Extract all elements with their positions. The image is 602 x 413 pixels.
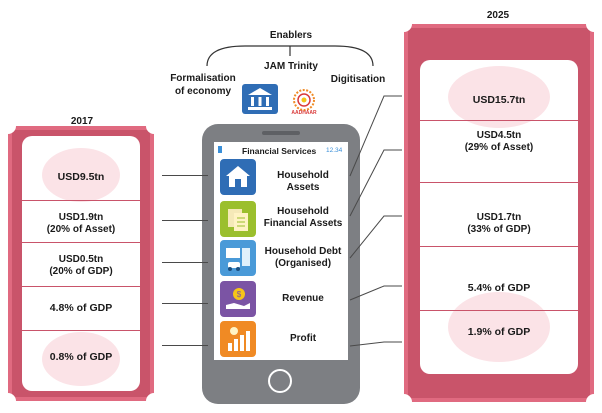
right-value-profit: 1.9% of GDP <box>467 326 531 338</box>
bank-icon <box>242 84 278 114</box>
phone-speaker <box>262 131 300 135</box>
right-value-financial-assets: USD4.5tn (29% of Asset) <box>464 130 534 153</box>
right-scroll-inner: USD15.7tn USD4.5tn (29% of Asset) USD1.7… <box>420 60 578 374</box>
row-profit: Profit <box>289 333 317 344</box>
row-household-debt: Household Debt (Organised) <box>264 246 342 269</box>
left-value-financial-assets: USD1.9tn (20% of Asset) <box>46 212 116 235</box>
connectors-right <box>349 95 402 347</box>
row-household-assets: Household Assets <box>277 170 329 193</box>
right-value-revenue: 5.4% of GDP <box>467 282 531 294</box>
enablers-bracket <box>206 45 374 67</box>
connector-left-3 <box>162 262 208 263</box>
right-value-household-debt: USD1.7tn (33% of GDP) <box>467 212 531 235</box>
profit-growth-icon <box>220 321 256 357</box>
connector-left-5 <box>162 345 208 346</box>
household-goods-icon <box>220 240 256 276</box>
digitisation-label: Digitisation <box>330 74 386 85</box>
house-icon <box>220 159 256 195</box>
phone-time: 12.34 <box>326 147 343 154</box>
phone: Financial Services 12.34 Household Asset… <box>202 124 360 404</box>
left-value-household-assets: USD9.5tn <box>57 171 105 183</box>
left-scroll-inner: USD9.5tn USD1.9tn (20% of Asset) USD0.5t… <box>22 136 140 391</box>
jam-trinity-label: JAM Trinity <box>264 61 318 72</box>
right-value-household-assets: USD15.7tn <box>472 94 526 106</box>
left-value-revenue: 4.8% of GDP <box>49 302 113 314</box>
connector-left-2 <box>162 220 208 221</box>
left-value-household-debt: USD0.5tn (20% of GDP) <box>49 254 113 277</box>
left-value-profit: 0.8% of GDP <box>49 351 113 363</box>
formalisation-label: Formalisation of economy <box>170 73 236 97</box>
money-hand-icon: $ <box>220 281 256 317</box>
enablers-label: Enablers <box>269 30 313 41</box>
right-scroll-panel: USD15.7tn USD4.5tn (29% of Asset) USD1.7… <box>396 16 602 410</box>
row-revenue: Revenue <box>282 293 324 304</box>
year-2017: 2017 <box>70 116 94 127</box>
connector-left-1 <box>162 175 208 176</box>
aadhaar-logo-icon: AADHAAR <box>284 86 324 120</box>
row-household-financial-assets: Household Financial Assets <box>263 206 343 229</box>
phone-home-button <box>268 369 292 393</box>
connector-left-4 <box>162 303 208 304</box>
phone-screen: Financial Services 12.34 Household Asset… <box>214 142 348 360</box>
svg-text:$: $ <box>237 290 242 299</box>
left-scroll-panel: USD9.5tn USD1.9tn (20% of Asset) USD0.5t… <box>0 118 162 409</box>
documents-icon <box>220 201 256 237</box>
phone-header: Financial Services <box>242 146 317 156</box>
year-2025: 2025 <box>486 10 510 21</box>
